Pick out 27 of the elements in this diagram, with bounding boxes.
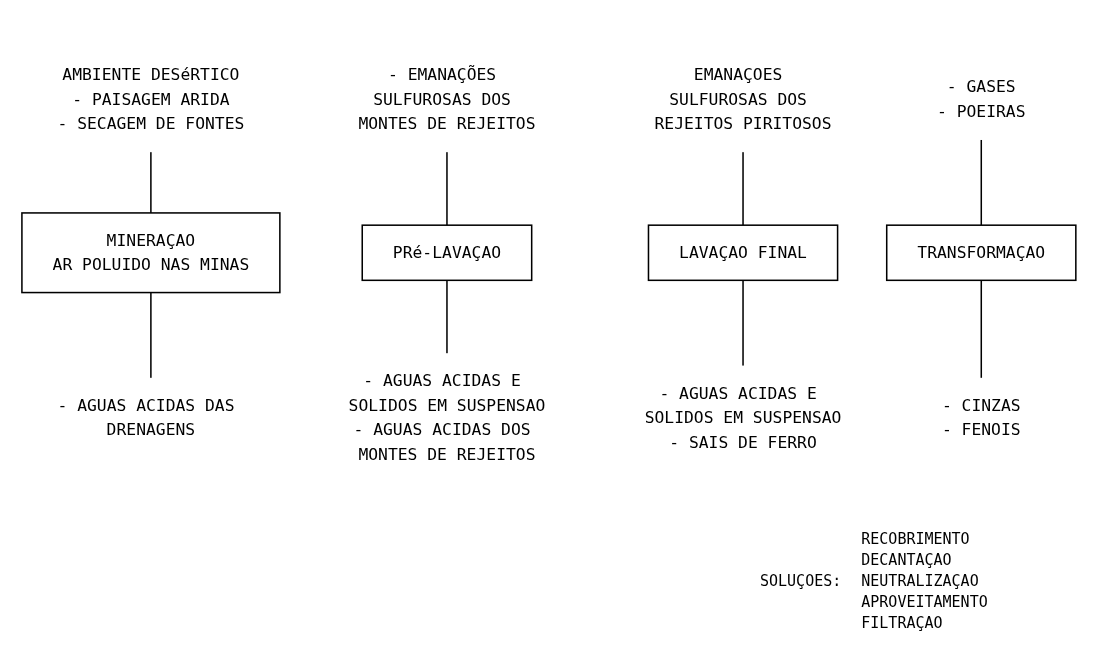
connector xyxy=(150,150,152,214)
node-text: EMANAÇOES SULFUROSAS DOS REJEITOS PIRITOSOS xyxy=(654,64,832,134)
solution-item: RECOBRIMENTO xyxy=(861,530,971,548)
node-box xyxy=(361,224,533,282)
solution-item: APROVEITAMENTO xyxy=(861,593,988,611)
node-text: - AGUAS ACIDAS DAS DRENAGENS xyxy=(57,395,235,440)
connector xyxy=(446,279,448,355)
solution-item: FILTRAÇAO xyxy=(861,614,944,632)
connector xyxy=(742,279,744,367)
solution-item: NEUTRALIZAÇAO xyxy=(861,572,980,590)
node-text: - GASES - POEIRAS xyxy=(937,77,1026,122)
node-text: - AGUAS ACIDAS E SOLIDOS EM SUSPENSAO - AGUAS ACIDAS DOS MONTES DE REJEITOS xyxy=(348,371,546,465)
connector xyxy=(742,150,744,226)
flow-diagram: AMBIENTE DESéRTICO - PAISAGEM ARIDA - SECAGEM DE FONTES - EMANAÇÕES SULFUROSAS DOS MONTES DE REJEITOS EMANAÇOES SULFUROSAS DOS REJEITOS PIRITOSOS - GASES - POEIRAS MINERAÇAO AR POLUIDO NAS MINAS PRé-LAVAÇAO LAVAÇAO FINAL TRANSFORMAÇAO - AGUAS ACIDAS DAS DRENAGENS - AGUAS ACIDAS E SOLIDOS EM SUSPENSAO - AGUAS ACIDAS DOS MONTES DE REJEITOS - AGUAS ACIDAS E SOLIDOS EM SUSPENSAO - SAIS DE FERRO - CINZAS - FENOIS xyxy=(10,5,1084,525)
node-box xyxy=(885,224,1077,282)
solutions-heading: SOLUÇOES: xyxy=(760,572,842,590)
connector xyxy=(980,138,983,226)
connector xyxy=(980,279,983,380)
node-text: - EMANAÇÕES SULFUROSAS DOS MONTES DE REJEITOS xyxy=(358,64,536,134)
solution-item: DECANTAÇAO xyxy=(861,551,953,569)
node-box xyxy=(21,212,281,294)
node-text: - AGUAS ACIDAS E SOLIDOS EM SUSPENSAO - SAIS DE FERRO xyxy=(644,383,842,452)
node-box xyxy=(647,224,839,282)
node-text: - CINZAS - FENOIS xyxy=(941,395,1021,440)
connector xyxy=(446,150,448,226)
node-text: AMBIENTE DESéRTICO - PAISAGEM ARIDA - SECAGEM DE FONTES xyxy=(57,64,245,134)
connector xyxy=(150,291,152,380)
